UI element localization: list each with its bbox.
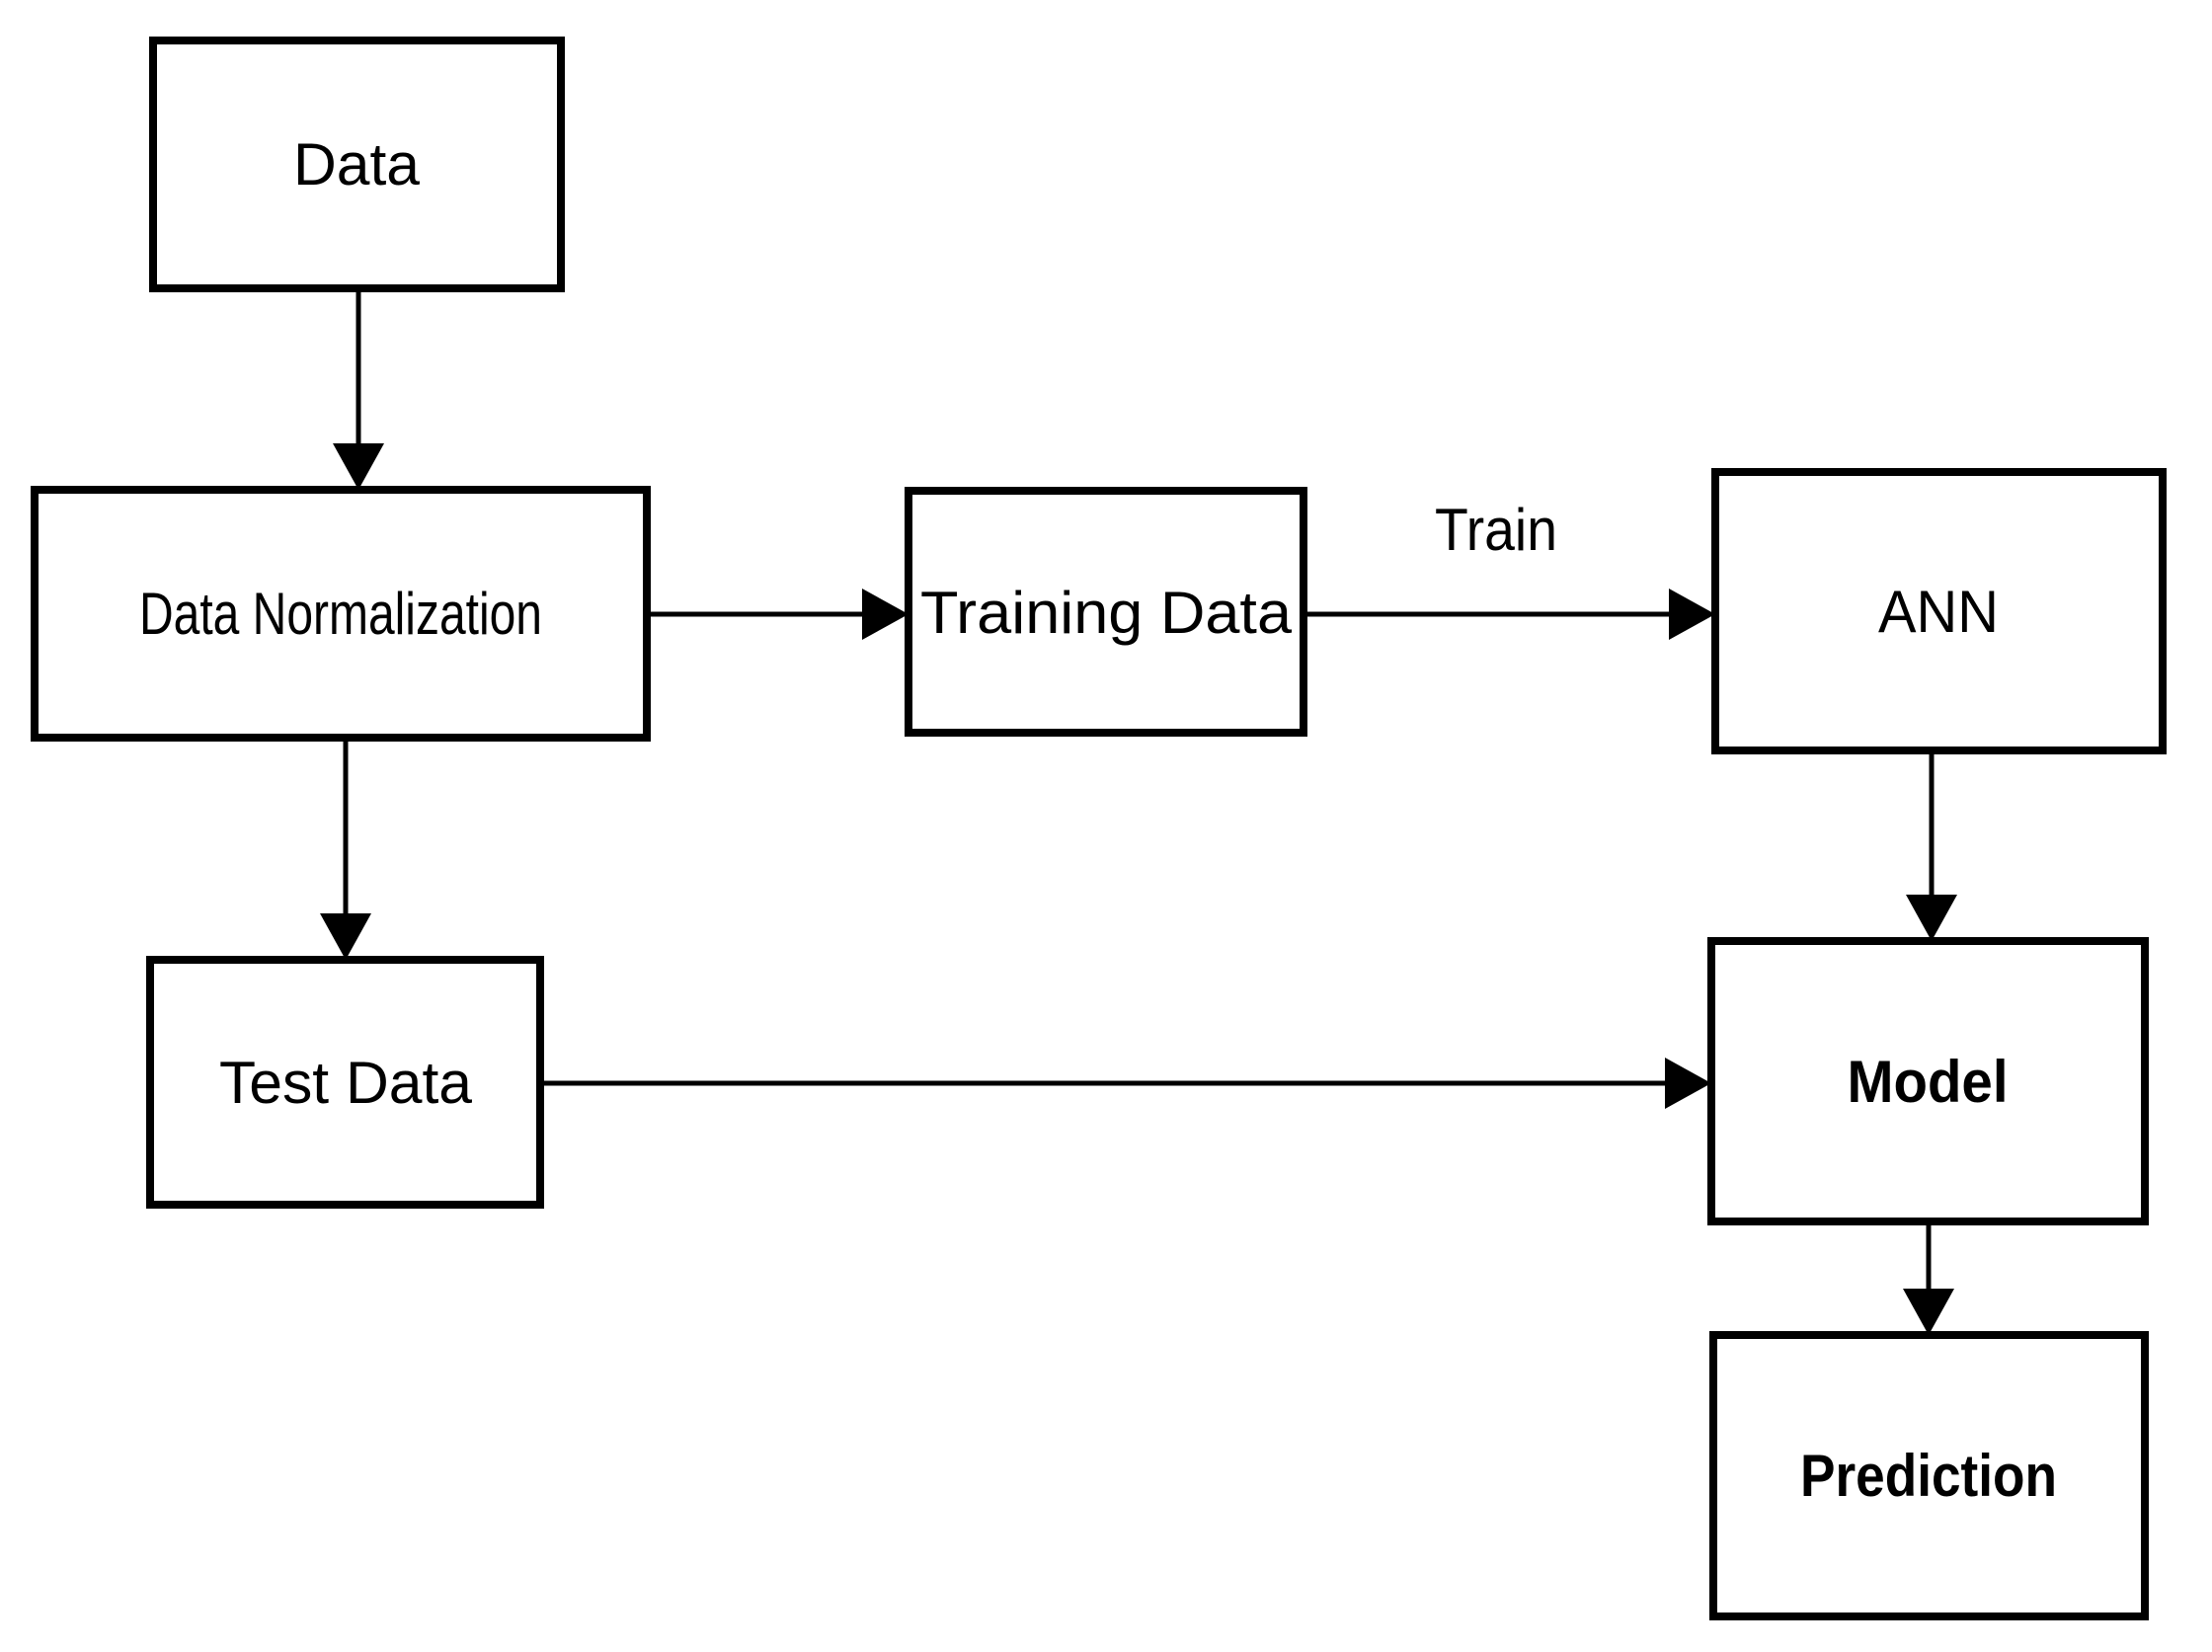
arrowhead-icon — [862, 589, 908, 640]
node-data: Data — [149, 37, 565, 292]
node-model-box — [1707, 937, 2149, 1225]
node-model-label: Model — [1848, 1049, 2009, 1115]
node-training-data-label: Training Data — [920, 580, 1293, 646]
arrowhead-icon — [333, 443, 384, 490]
node-test-data-box — [146, 956, 544, 1209]
node-ann: ANN — [1711, 468, 2167, 754]
arrow-normalization-to-training-data — [647, 589, 908, 640]
node-training-data: Training Data — [905, 487, 1307, 737]
node-data-label: Data — [293, 131, 421, 197]
node-ann-box — [1711, 468, 2167, 754]
arrowhead-icon — [1665, 1058, 1711, 1109]
node-prediction-label: Prediction — [1800, 1443, 2057, 1509]
arrow-model-to-prediction — [1903, 1221, 1954, 1335]
arrowhead-icon — [1906, 895, 1957, 941]
arrowhead-icon — [320, 913, 371, 960]
node-data-normalization-box — [31, 486, 651, 742]
node-ann-label: ANN — [1878, 579, 1999, 645]
node-data-normalization: Data Normalization — [31, 486, 651, 742]
node-test-data-label: Test Data — [219, 1050, 473, 1116]
arrow-data-to-normalization — [333, 288, 384, 490]
edge-label-train: Train — [1435, 497, 1557, 563]
node-prediction-box — [1709, 1331, 2149, 1620]
arrow-normalization-to-test-data — [320, 738, 371, 960]
arrowhead-icon — [1669, 589, 1715, 640]
node-data-box — [149, 37, 565, 292]
arrow-ann-to-model — [1906, 750, 1957, 941]
node-data-normalization-label: Data Normalization — [139, 581, 542, 647]
arrow-training-data-to-ann: Train — [1304, 497, 1715, 640]
node-test-data: Test Data — [146, 956, 544, 1209]
node-training-data-box — [905, 487, 1307, 737]
node-model: Model — [1707, 937, 2149, 1225]
arrow-test-data-to-model — [540, 1058, 1711, 1109]
arrowhead-icon — [1903, 1289, 1954, 1335]
node-prediction: Prediction — [1709, 1331, 2149, 1620]
